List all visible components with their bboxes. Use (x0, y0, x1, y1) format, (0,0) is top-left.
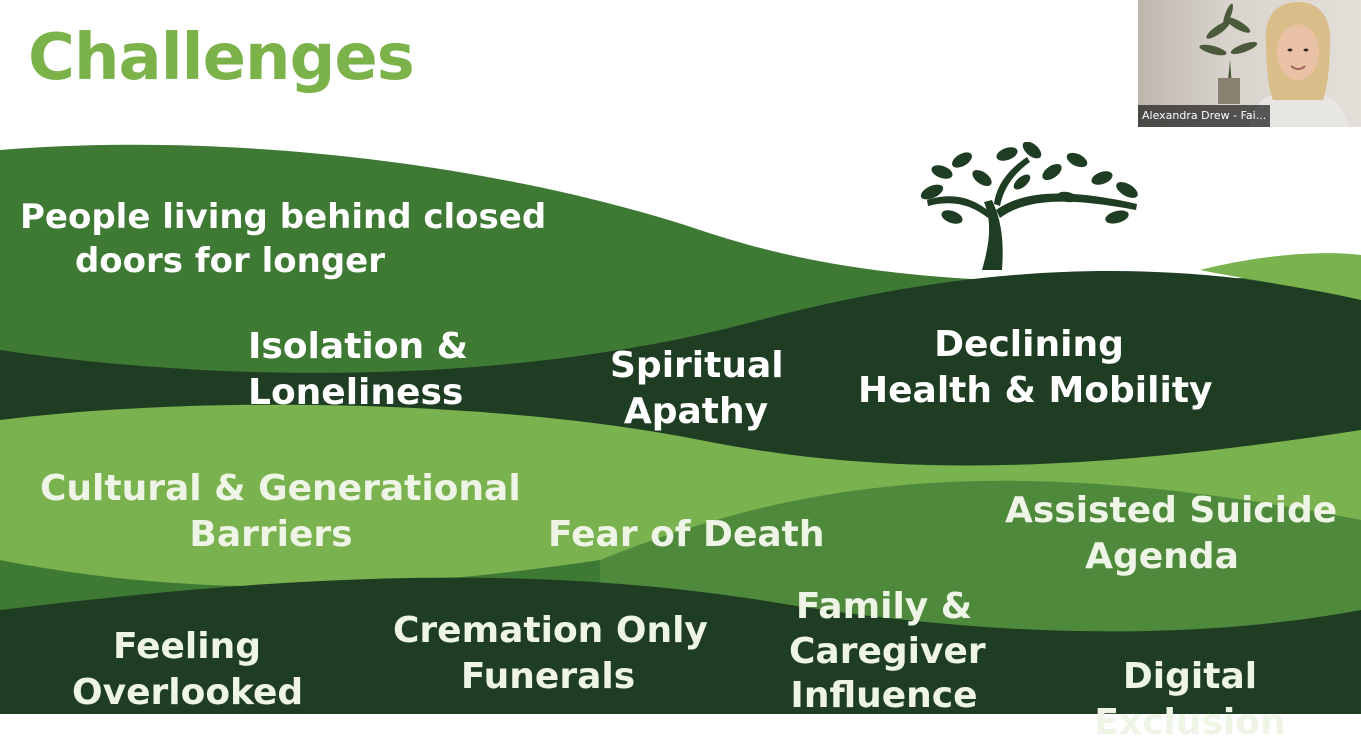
tree-icon (920, 142, 1138, 270)
participant-video-tile[interactable]: Alexandra Drew - Fai... (1138, 0, 1361, 127)
participant-name-label: Alexandra Drew - Fai... (1138, 105, 1271, 127)
label-family-caregiver: Family & Caregiver Influence (789, 586, 986, 717)
label-fear-of-death: Fear of Death (548, 514, 825, 555)
label-cultural-barriers: Cultural & Generational Barriers (40, 468, 521, 556)
rolling-hills-background (0, 144, 1361, 714)
participant-video-feed (1199, 2, 1348, 127)
label-declining-health: Declining Health & Mobility (858, 324, 1213, 412)
label-assisted-suicide: Assisted Suicide Agenda (1005, 490, 1338, 578)
label-isolation: Isolation & Loneliness (248, 326, 469, 414)
label-cremation: Cremation Only Funerals (393, 610, 708, 698)
slide-title: Challenges (28, 21, 415, 95)
label-living-behind-doors: People living behind closed doors for lo… (20, 197, 547, 281)
label-spiritual-apathy: Spiritual Apathy (610, 345, 784, 433)
label-digital-exclusion: Digital Exclusion (1094, 656, 1286, 744)
presentation-slide: Challenges People living behind closed d… (0, 21, 1361, 743)
label-feeling-overlooked: Feeling Overlooked (72, 626, 304, 714)
